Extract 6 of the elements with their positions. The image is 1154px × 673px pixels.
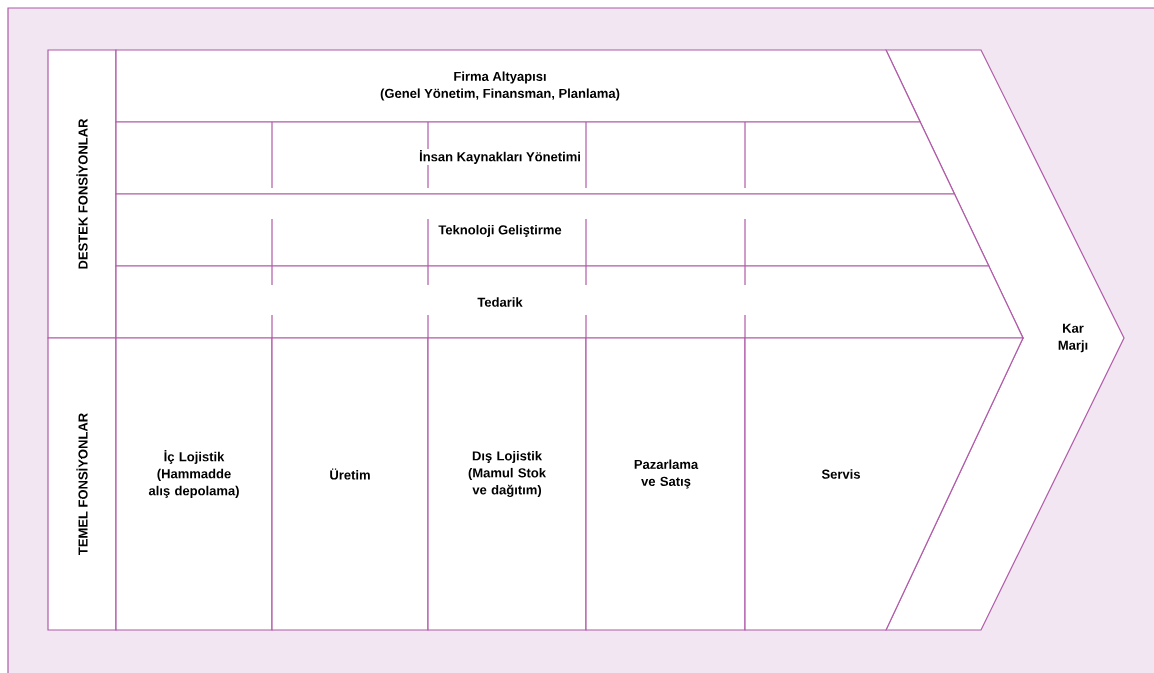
side-band: DESTEK FONSİYONLAR <box>47 49 117 339</box>
activity-cell: Servis <box>744 337 1024 631</box>
activity-cell: Pazarlama ve Satış <box>585 337 746 631</box>
activity-cell: Üretim <box>271 337 429 631</box>
activity-cell: Dış Lojistik (Mamul Stok ve dağıtım) <box>427 337 587 631</box>
side-band: TEMEL FONSİYONLAR <box>47 337 117 631</box>
